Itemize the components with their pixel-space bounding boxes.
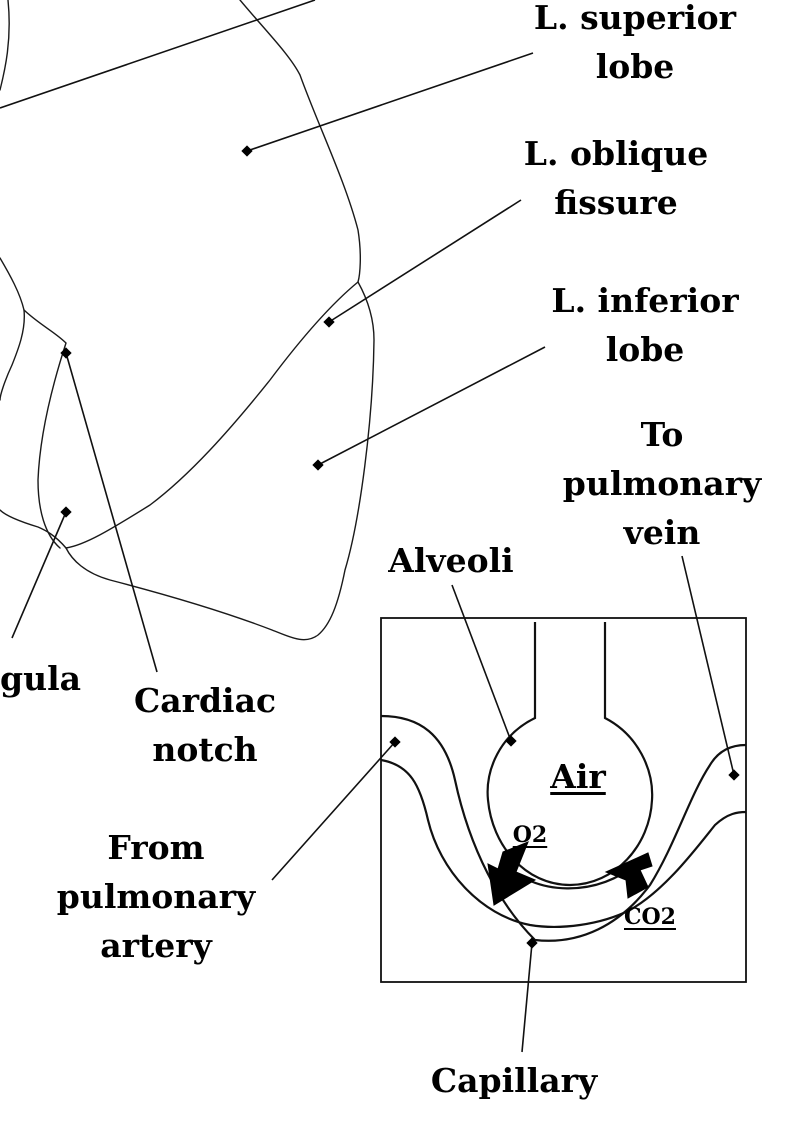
label-inferior-lobe-line1: L. inferior [551, 281, 739, 320]
label-co2-text: CO2 [624, 904, 676, 930]
label-to-pulmonary-vein: To pulmonary vein [540, 410, 784, 557]
marker-from-artery [389, 736, 401, 748]
label-from-artery-line3: artery [100, 926, 212, 965]
label-cardiac-notch-line2: notch [152, 730, 258, 769]
label-from-artery-line1: From [107, 828, 205, 867]
leader-capillary [521, 942, 533, 1053]
label-oblique-fissure-line1: L. oblique [523, 134, 709, 173]
leader-superior-lobe [246, 52, 534, 152]
label-capillary-text: Capillary [430, 1061, 598, 1100]
label-alveoli-text: Alveoli [388, 541, 514, 580]
marker-capillary [526, 937, 538, 949]
marker-lingula [60, 506, 72, 518]
leader-top-left [0, 0, 316, 109]
label-air: Air [530, 752, 626, 801]
marker-superior-lobe [241, 145, 253, 157]
label-lingula-text: gula [0, 659, 81, 698]
label-oblique-fissure: L. oblique fissure [496, 129, 736, 227]
leader-lingula [11, 511, 67, 639]
marker-oblique-fissure [323, 316, 335, 328]
left-lung-outline [0, 0, 375, 641]
label-air-text: Air [550, 757, 606, 796]
label-co2: CO2 [612, 903, 688, 931]
alveolus-inset-box [380, 617, 747, 983]
leader-from-artery [271, 741, 396, 881]
label-to-vein-line2: pulmonary [562, 464, 762, 503]
label-lingula: gula [0, 654, 90, 703]
marker-alveoli [505, 735, 517, 747]
leader-alveoli [451, 584, 512, 742]
label-from-artery-line2: pulmonary [56, 877, 256, 916]
alveolus-sac [486, 622, 654, 887]
label-superior-lobe-line2: lobe [595, 47, 675, 86]
label-from-pulmonary-artery: From pulmonary artery [30, 823, 282, 970]
label-inferior-lobe-line2: lobe [605, 330, 685, 369]
label-to-vein-line1: To [640, 415, 684, 454]
label-oblique-fissure-line2: fissure [554, 183, 678, 222]
o2-arrow [487, 841, 537, 906]
label-o2: O2 [500, 821, 560, 849]
marker-inferior-lobe [312, 459, 324, 471]
leader-to-vein [681, 555, 735, 776]
label-cardiac-notch-line1: Cardiac [133, 681, 277, 720]
capillary-inner-wall [380, 758, 747, 928]
label-superior-lobe-line1: L. superior [533, 0, 737, 37]
leader-oblique-fissure [328, 199, 522, 323]
capillary-outer-wall [380, 714, 747, 942]
marker-to-vein [728, 769, 740, 781]
label-capillary: Capillary [403, 1056, 625, 1105]
label-o2-text: O2 [512, 822, 548, 848]
co2-arrow [604, 852, 653, 899]
label-cardiac-notch: Cardiac notch [110, 676, 300, 774]
leader-cardiac-notch [65, 352, 158, 673]
label-superior-lobe: L. superior lobe [505, 0, 765, 91]
oblique-fissure-line [65, 281, 359, 549]
label-inferior-lobe: L. inferior lobe [515, 276, 775, 374]
label-to-vein-line3: vein [623, 513, 701, 552]
label-alveoli: Alveoli [368, 536, 534, 585]
leader-inferior-lobe [317, 346, 546, 466]
